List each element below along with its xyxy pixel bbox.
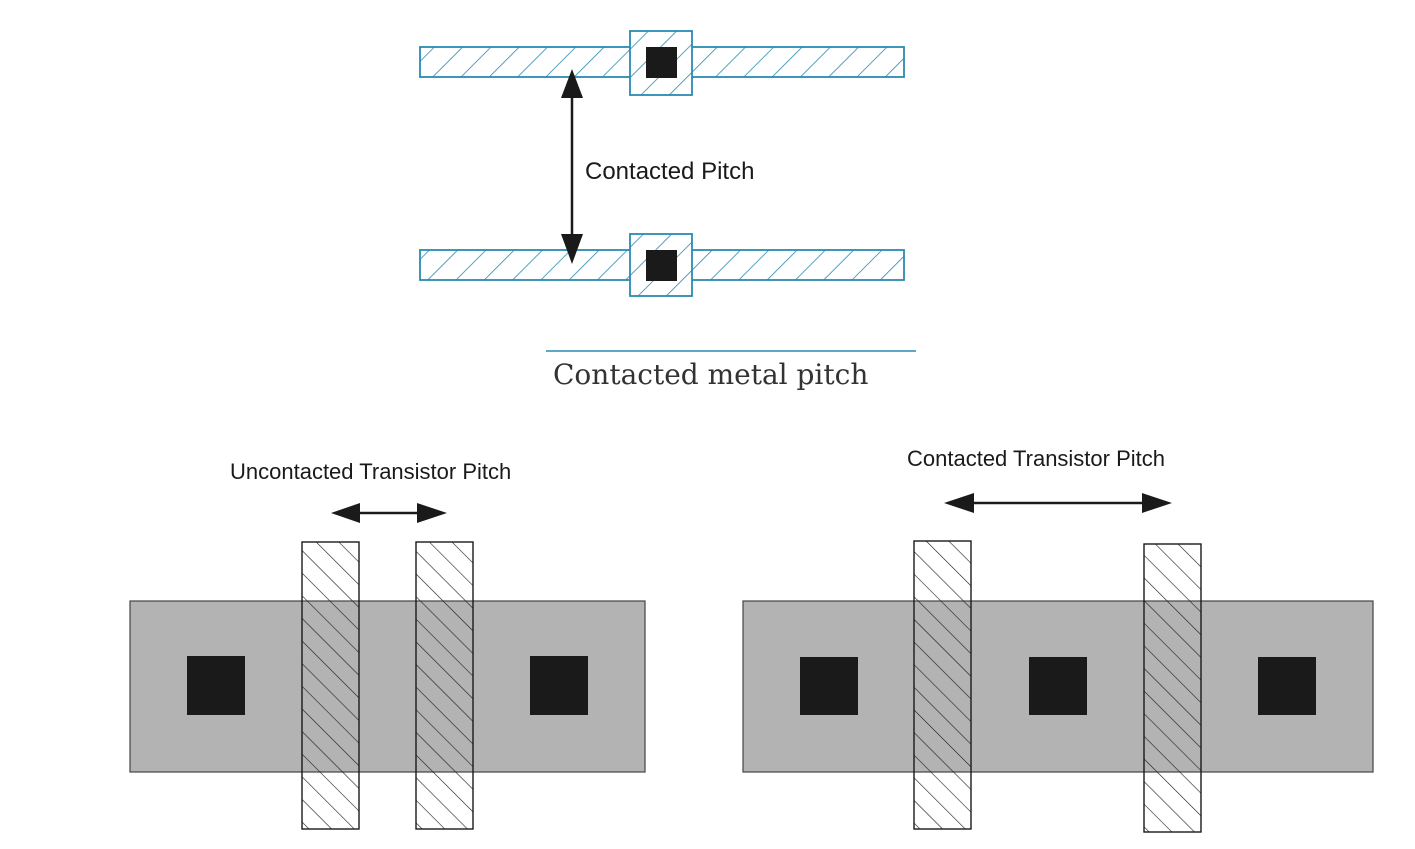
diffusion-contact-left <box>187 656 245 715</box>
metal-pitch-figure: Contacted Pitch Contacted metal pitch <box>419 30 916 391</box>
diffusion-contact-left <box>800 657 858 715</box>
uncontacted-transistor-figure: Uncontacted Transistor Pitch <box>129 459 646 830</box>
contacted-transistor-pitch-label: Contacted Transistor Pitch <box>907 446 1165 471</box>
arrowhead-up <box>561 69 583 98</box>
contacted-pitch-arrow <box>561 69 583 264</box>
contact-square-lower <box>646 250 677 281</box>
contact-square-upper <box>646 47 677 78</box>
uncontacted-pitch-arrow <box>331 503 447 523</box>
metal-pitch-caption: Contacted metal pitch <box>553 358 868 391</box>
contacted-transistor-figure: Contacted Transistor Pitch <box>742 446 1374 833</box>
arrowhead-left <box>331 503 360 523</box>
metal-line-lower <box>419 233 905 297</box>
arrowhead-right <box>417 503 447 523</box>
diffusion-contact-right <box>530 656 588 715</box>
diffusion-contact-middle <box>1029 657 1087 715</box>
gate-1 <box>913 540 972 830</box>
diffusion-contact-right <box>1258 657 1316 715</box>
uncontacted-pitch-label: Uncontacted Transistor Pitch <box>230 459 511 484</box>
arrowhead-down <box>561 234 583 264</box>
arrowhead-left <box>944 493 974 513</box>
gate-2 <box>1143 543 1202 833</box>
gate-1 <box>301 541 360 830</box>
contacted-pitch-label: Contacted Pitch <box>585 158 754 185</box>
arrowhead-right <box>1142 493 1172 513</box>
metal-line-upper <box>419 30 905 96</box>
contacted-transistor-pitch-arrow <box>944 493 1172 513</box>
gate-2 <box>415 541 474 830</box>
